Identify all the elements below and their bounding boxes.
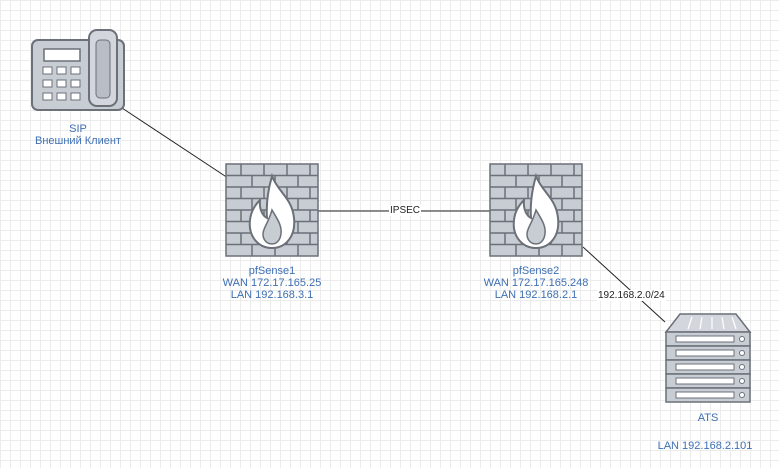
pfsense1-lan: LAN 192.168.3.1: [230, 289, 314, 301]
server-icon[interactable]: [664, 313, 752, 403]
pfsense2-name: pfSense2: [512, 265, 560, 277]
edge-sip-pfsense1: [121, 107, 229, 179]
pfsense1-name: pfSense1: [248, 265, 296, 277]
sip-label: SIP Внешний Клиент: [18, 123, 138, 147]
ats-name-label: ATS: [697, 412, 719, 424]
firewall-icon[interactable]: [225, 163, 319, 257]
pfsense1-label: pfSense1 WAN 172.17.165.25 LAN 192.168.3…: [207, 265, 337, 301]
pfsense1-wan: WAN 172.17.165.25: [222, 277, 322, 289]
phone-icon[interactable]: [31, 29, 125, 111]
pfsense2-lan: LAN 192.168.2.1: [494, 289, 578, 301]
pfsense2-wan: WAN 172.17.165.248: [483, 277, 589, 289]
pfsense2-label: pfSense2 WAN 172.17.165.248 LAN 192.168.…: [466, 265, 606, 301]
ipsec-edge-label: IPSEC: [389, 205, 422, 216]
sip-title: SIP: [69, 123, 87, 135]
ats-lan-label: LAN 192.168.2.101: [657, 440, 753, 452]
firewall-icon[interactable]: [489, 163, 583, 257]
subnet-edge-label: 192.168.2.0/24: [597, 290, 666, 301]
sip-subtitle: Внешний Клиент: [35, 135, 121, 147]
edge-pfsense2-ats: [582, 246, 666, 323]
